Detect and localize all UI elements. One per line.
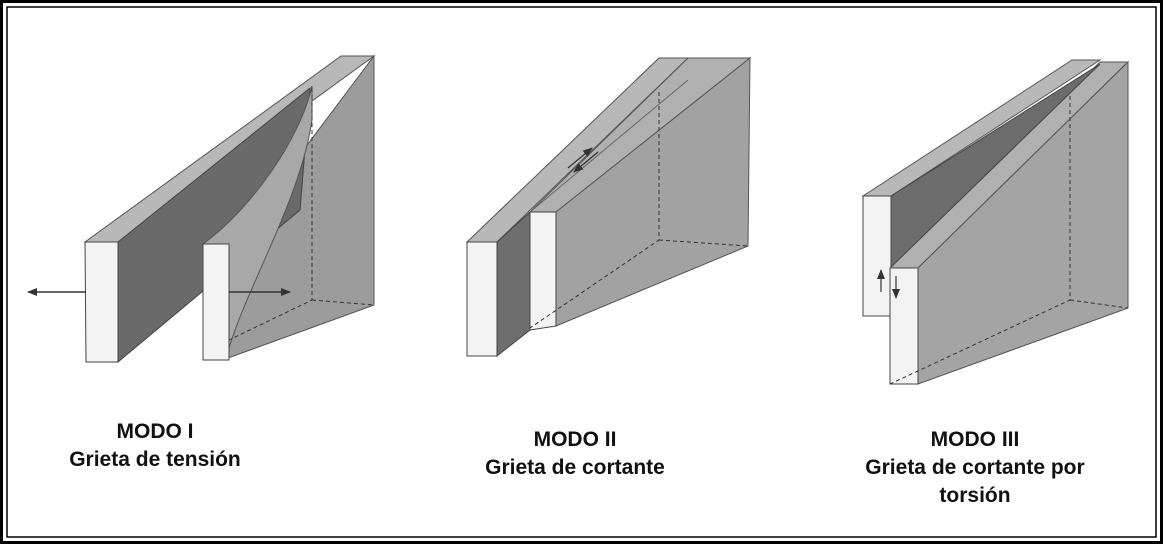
mode-3-subtitle-line-1: Grieta de cortante por (865, 456, 1085, 479)
mode-2-shear-arrow-1 (567, 147, 593, 169)
inner-border (6, 6, 1157, 538)
mode-1-right-end (202, 243, 230, 361)
mode-2-title: MODO II (533, 428, 617, 451)
mode-2-caption: MODO II Grieta de cortante (440, 426, 710, 482)
mode-1-title: MODO I (116, 420, 194, 443)
mode-2-crack-line (529, 79, 689, 213)
mode-3-caption: MODO III Grieta de cortante por torsión (800, 426, 1150, 510)
mode-2-specimen (465, 56, 752, 358)
mode-3-hidden-edges (889, 96, 1129, 385)
mode-3-title: MODO III (930, 428, 1020, 451)
mode-1-specimen (27, 54, 376, 364)
mode-2-shear-arrow-2 (573, 151, 599, 173)
mode-3-right-end (889, 267, 919, 385)
mode-1-curved-flank (201, 85, 313, 349)
mode-3-left-end (862, 195, 892, 317)
mode-1-hidden-edges (228, 88, 375, 341)
mode-1-subtitle: Grieta de tensión (69, 448, 241, 471)
mode-3-subtitle-line-2: torsión (939, 484, 1011, 507)
mode-1-caption: MODO I Grieta de tensión (20, 418, 290, 474)
mode-2-hidden-edges (529, 92, 749, 329)
mode-2-subtitle: Grieta de cortante (485, 456, 665, 479)
mode-3-specimen (861, 59, 1130, 385)
mode-2-left-end (466, 241, 498, 357)
mode-2-right-end (529, 211, 557, 331)
mode-1-left-end (84, 241, 119, 363)
